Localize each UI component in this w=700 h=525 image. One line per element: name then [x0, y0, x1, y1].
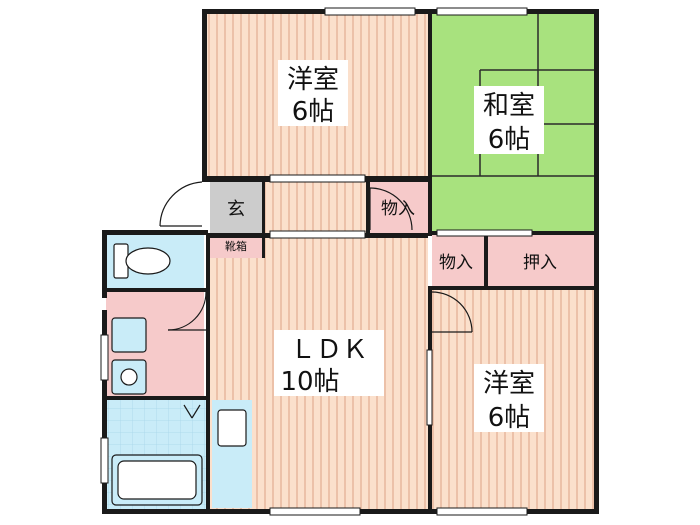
ldk-size: 10帖	[280, 367, 339, 397]
storage-b	[432, 235, 484, 288]
oshiire-label: 押入	[523, 253, 557, 273]
toilet-icon	[113, 243, 171, 279]
washbasin-icon	[111, 317, 147, 395]
hallway-floor	[262, 182, 368, 233]
ldk-name: ＬＤＫ	[290, 335, 368, 365]
storage-a-label: 物入	[381, 199, 415, 219]
bathtub-icon	[111, 454, 203, 506]
oshiire-closet	[488, 235, 594, 288]
western-room-bottom-name: 洋室	[483, 369, 535, 399]
western-room-bottom-size: 6帖	[488, 403, 531, 433]
japanese-room-name: 和室	[483, 91, 535, 121]
entrance-label: 玄	[227, 199, 245, 220]
storage-b-label: 物入	[439, 253, 473, 273]
door-swings	[159, 181, 473, 419]
storage-a	[370, 182, 428, 233]
japanese-room-size: 6帖	[488, 125, 531, 155]
shoe-box-label: 靴箱	[225, 239, 247, 253]
entrance-floor	[210, 182, 262, 233]
western-room-top-size: 6帖	[292, 97, 335, 127]
windows	[100, 7, 533, 516]
western-room-top-name: 洋室	[287, 65, 339, 95]
kitchen-sink-icon	[217, 409, 247, 447]
